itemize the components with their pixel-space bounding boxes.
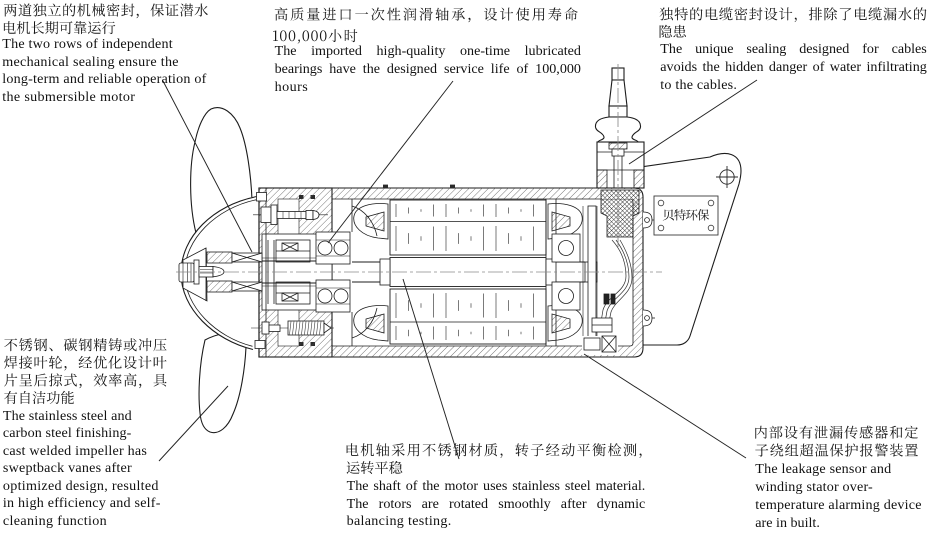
bracket-tabs <box>642 211 655 327</box>
callout-shaft-zh-line-glyphs <box>346 443 642 458</box>
callout-cable_seal-zh-line-glyphs <box>659 24 686 38</box>
callout-impeller-en-line: cleaning function <box>2 512 108 529</box>
leader-shaft <box>402 278 460 460</box>
callout-impeller-zh-line-glyphs <box>4 373 167 389</box>
callout-sensor-en-line: The leakage sensor and <box>755 461 892 478</box>
callout-mechanical_seal-en-line: the submersible motor <box>2 88 136 105</box>
leakage-sensor <box>582 293 618 355</box>
callout-mechanical_seal-en-line: long-term and reliable operation of <box>2 71 207 87</box>
callout-mechanical_seal-zh-line-glyphs <box>3 3 209 19</box>
callout-sensor-zh-line-glyphs <box>755 443 918 457</box>
callout-cable_seal-en-line: The unique sealing designed for cables <box>660 40 927 57</box>
shaft-sleeve <box>206 251 263 293</box>
leader-sensor <box>583 353 747 459</box>
leader-impeller <box>158 385 229 462</box>
impeller-blade-bottom <box>198 331 247 434</box>
callout-shaft-en-line: balancing testing. <box>346 513 452 530</box>
callout-sensor-en-line: are in built. <box>755 514 820 531</box>
leader-lines <box>158 79 758 462</box>
callout-cable_seal-zh-line-glyphs <box>659 7 927 23</box>
impeller-hub <box>178 247 225 302</box>
stator-windings <box>353 203 583 342</box>
callout-impeller-zh-line-glyphs <box>4 390 74 404</box>
callout-impeller-en-line: carbon steel finishing- <box>2 425 132 442</box>
callout-impeller-zh-line-glyphs <box>4 338 167 352</box>
callout-impeller-en-line: in high efficiency and self- <box>2 495 161 511</box>
leader-cable-seal <box>628 79 758 165</box>
front-bearing <box>315 231 351 313</box>
callout-bearing-en-line: hours <box>274 78 309 95</box>
callout-bearing-en-line: bearings have the designed service life … <box>274 60 581 77</box>
callout-impeller-zh-line-glyphs <box>4 355 167 371</box>
stator <box>389 199 547 345</box>
callout-shaft-en-line: The shaft of the motor uses stainless st… <box>346 477 646 494</box>
callout-mechanical_seal-en-line: The two rows of independent <box>2 36 173 52</box>
rear-bearing <box>551 233 581 311</box>
callout-impeller-en-line: The stainless steel and <box>2 407 132 424</box>
callout-sensor-en-line: temperature alarming device <box>755 497 922 513</box>
cable-gland <box>594 67 645 238</box>
nameplate <box>653 195 719 236</box>
callout-mechanical_seal-en-line: mechanical sealing ensure the <box>2 53 179 70</box>
callout-cable_seal-en-line: avoids the hidden danger of water infilt… <box>660 58 927 75</box>
callout-mechanical_seal-zh-line-glyphs <box>3 21 116 35</box>
callout-impeller-en-line: sweptback vanes after <box>2 460 132 476</box>
seal-housing <box>251 187 334 358</box>
callout-sensor-zh-line-glyphs <box>755 425 918 439</box>
callout-bearing-zh-line-glyphs <box>273 29 358 44</box>
callout-impeller-en-line: cast welded impeller has <box>2 442 148 459</box>
leader-bearing <box>327 80 454 244</box>
callout-shaft-zh-line-glyphs <box>346 460 403 475</box>
callout-sensor-en-line: winding stator over- <box>755 479 873 496</box>
callout-bearing-zh-line-glyphs <box>274 7 578 23</box>
centerlines <box>176 64 662 273</box>
callout-cable_seal-en-line: to the cables. <box>660 77 738 93</box>
callout-impeller-en-line: optimized design, resulted <box>2 477 159 494</box>
callout-bearing-en-line: The imported high-quality one-time lubri… <box>274 42 581 59</box>
callout-shaft-en-line: The rotors are rotated smoothly after dy… <box>346 495 646 512</box>
leader-mechanical-seal <box>162 80 253 253</box>
bracket-hole <box>716 166 738 188</box>
nameplate-text-glyphs <box>662 209 710 221</box>
